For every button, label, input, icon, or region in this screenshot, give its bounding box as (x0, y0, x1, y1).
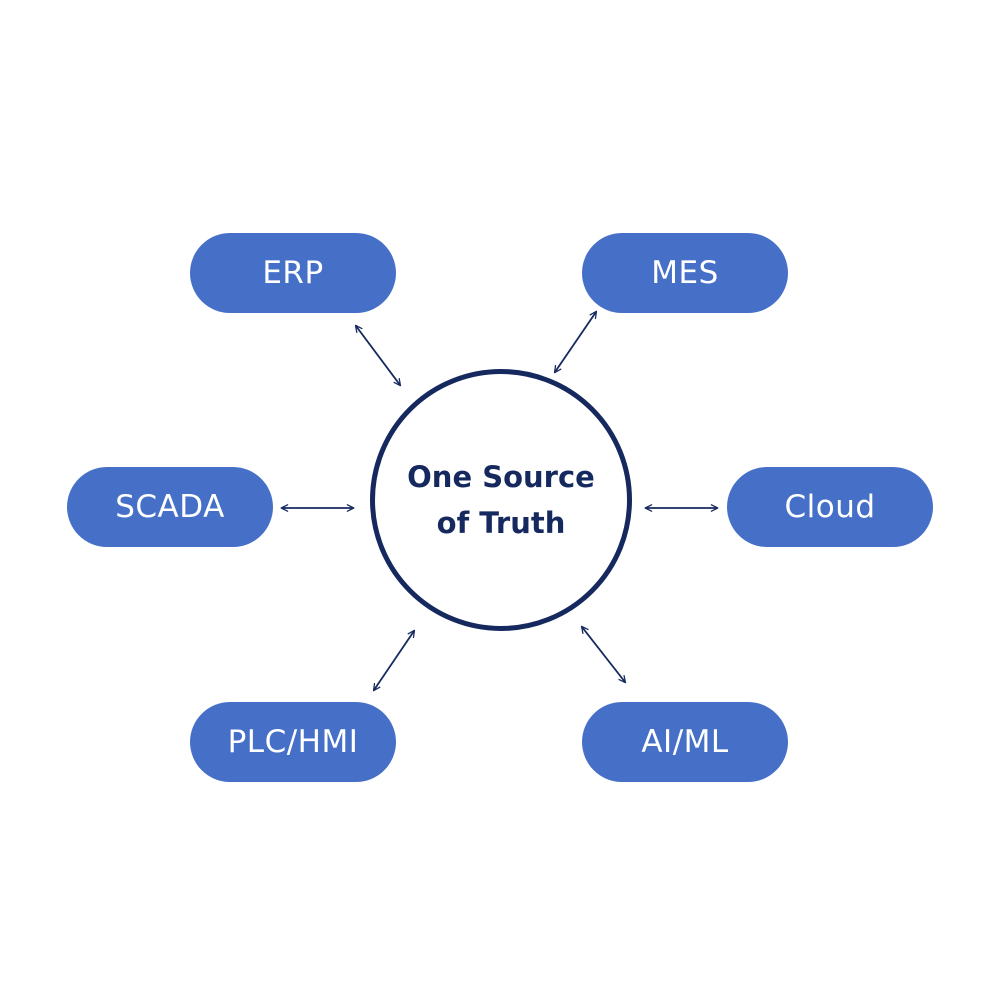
node-erp: ERP (190, 233, 396, 313)
hub-label-line1: One Source (407, 460, 595, 494)
node-cloud-label: Cloud (784, 489, 876, 525)
arrow-erp-hub-icon (354, 324, 402, 387)
node-aiml-label: AI/ML (641, 724, 729, 760)
node-scada-label: SCADA (115, 489, 225, 525)
node-scada: SCADA (67, 467, 273, 547)
node-plchmi-label: PLC/HMI (227, 724, 359, 760)
node-erp-label: ERP (262, 255, 324, 291)
node-mes: MES (582, 233, 788, 313)
hub-label-line2: of Truth (436, 506, 566, 540)
node-plchmi: PLC/HMI (190, 702, 396, 782)
node-mes-label: MES (651, 255, 719, 291)
arrow-plchmi-hub-icon (372, 629, 416, 692)
arrow-aiml-hub-icon (580, 625, 627, 684)
node-aiml: AI/ML (582, 702, 788, 782)
hub-circle: One Source of Truth (370, 369, 632, 631)
node-cloud: Cloud (727, 467, 933, 547)
arrow-mes-hub-icon (553, 310, 598, 374)
